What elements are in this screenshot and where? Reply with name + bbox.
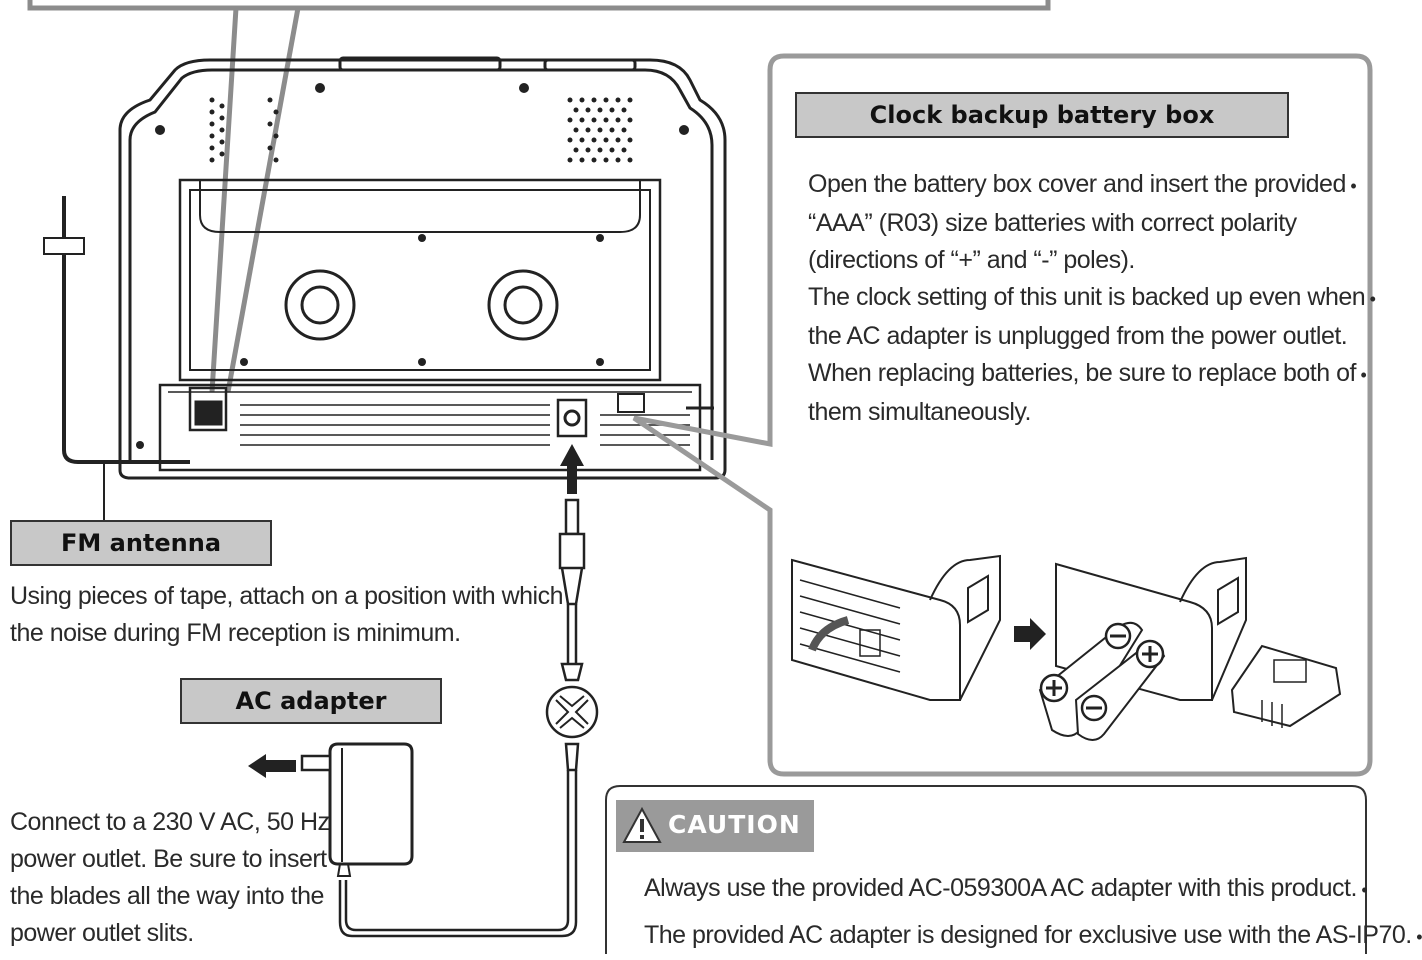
battery-box-line: The clock setting of this unit is backed… [808, 279, 1375, 318]
battery-box-label: Clock backup battery box [795, 92, 1289, 138]
ac-adapter-line: power outlet. Be sure to insert [10, 845, 327, 873]
unit-rear-illustration [118, 56, 727, 480]
caution-text: Always use the provided AC-059300A AC ad… [644, 866, 1422, 960]
battery-box-line: When replacing batteries, be sure to rep… [808, 355, 1375, 394]
ac-adapter-instructions: Connect to a 230 V AC, 50 Hz power outle… [10, 804, 330, 952]
ac-adapter-label: AC adapter [180, 678, 442, 724]
battery-insert-illustration [791, 554, 1342, 741]
caution-line: Always use the provided AC-059300A AC ad… [644, 866, 1422, 913]
adapter-cable [338, 444, 599, 938]
fm-antenna-wire [43, 196, 190, 522]
fm-antenna-label: FM antenna [10, 520, 272, 566]
battery-box-line: Open the battery box cover and insert th… [808, 166, 1375, 205]
ac-adapter-line: the blades all the way into the [10, 882, 324, 910]
battery-box-line: them simultaneously. [808, 398, 1031, 426]
caution-title: CAUTION [668, 810, 801, 839]
battery-box-line: “AAA” (R03) size batteries with correct … [808, 209, 1297, 237]
ac-adapter-line: power outlet slits. [10, 919, 194, 947]
battery-box-line: (directions of “+” and “-” poles). [808, 246, 1135, 274]
speaker-grill-right [567, 97, 633, 163]
fm-antenna-line: Using pieces of tape, attach on a positi… [10, 582, 564, 610]
battery-box-line: the AC adapter is unplugged from the pow… [808, 322, 1348, 350]
caution-line: The provided AC adapter is designed for … [644, 913, 1422, 960]
arrow-up-icon [560, 444, 584, 494]
connection-diagram [27, 0, 1373, 954]
warning-triangle-icon [622, 806, 662, 843]
battery-box-instructions: Open the battery box cover and insert th… [808, 166, 1375, 431]
fm-antenna-line: the noise during FM reception is minimum… [10, 619, 461, 647]
ac-adapter-illustration [300, 742, 414, 877]
arrow-left-icon [248, 754, 296, 778]
fm-antenna-instructions: Using pieces of tape, attach on a positi… [10, 578, 564, 652]
unit-screws [136, 83, 689, 449]
arrow-right-icon [1014, 618, 1046, 650]
battery-callout-panel [632, 53, 1373, 777]
caution-panel-frame [605, 785, 1367, 954]
ac-adapter-line: Connect to a 230 V AC, 50 Hz [10, 808, 330, 836]
top-callout-frame [27, 0, 1051, 393]
speaker-grill-left [209, 97, 279, 163]
caution-tag: CAUTION [616, 800, 814, 852]
